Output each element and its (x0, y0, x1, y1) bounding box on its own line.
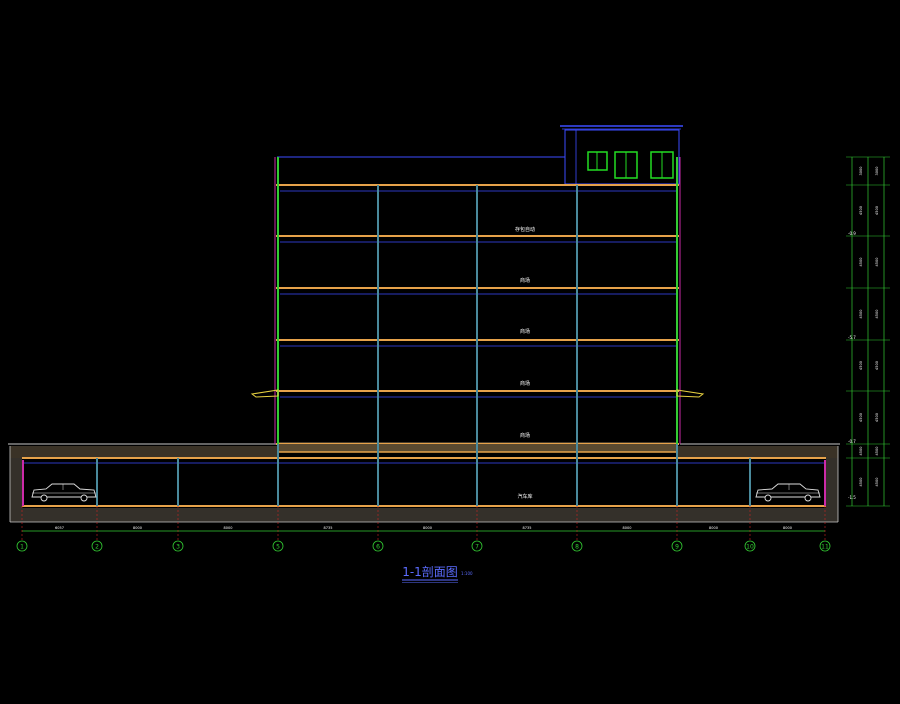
room-label-basement: 汽车库 (517, 493, 532, 500)
room-label-floor-4: 商场 (520, 328, 530, 335)
storey-dim-5: 4500 (859, 413, 863, 422)
axis-bubble-11 (819, 540, 831, 552)
storey-dim-2-4: 4500 (875, 361, 879, 370)
axis-bubble-8 (571, 540, 583, 552)
storey-dim-2-6: 4500 (875, 447, 879, 456)
storey-dim-2-1: 4500 (875, 206, 879, 215)
drawing-title-block: 1-1剖面图 1:100 (402, 565, 473, 583)
axis-bubble-7 (471, 540, 483, 552)
storey-dim-2-5: 4500 (875, 413, 879, 422)
drawing-scale: 1:100 (461, 571, 473, 576)
span-dim-5: 8735 (523, 526, 532, 530)
storey-dim-6: 4500 (859, 447, 863, 456)
span-dim-3: 8735 (324, 526, 333, 530)
storey-dim-2: 4500 (859, 258, 863, 267)
car-left (31, 483, 97, 502)
span-dim-7: 8000 (709, 526, 718, 530)
axis-label-6: 6 (376, 544, 380, 551)
axis-bubble-10 (744, 540, 756, 552)
axis-label-8: 8 (575, 544, 579, 551)
axis-label-10: 10 (746, 544, 754, 551)
elevation-mark-9: -1.5 (848, 495, 856, 500)
axis-bubble-1 (16, 540, 28, 552)
soil-fill-right-top (678, 446, 838, 458)
basement-structure (8, 442, 840, 523)
drawing-title: 1-1剖面图 (402, 565, 458, 579)
storey-dim-3: 4500 (859, 310, 863, 319)
axis-bubble-2 (91, 540, 103, 552)
elevation-mark-2: -0.9 (848, 231, 856, 236)
span-dim-8: 8000 (783, 526, 792, 530)
soil-fill-bottom (10, 508, 838, 522)
car-right (755, 483, 821, 502)
elevation-mark-6: -0.7 (848, 439, 856, 444)
canopy-left (250, 389, 279, 398)
storey-dim-2-2: 4500 (875, 258, 879, 267)
soil-fill-right-side (826, 458, 838, 508)
axis-grid: 1 2 3 5 6 7 8 9 10 11 6057 8000 8000 8735 8000 8735 8000… (16, 506, 831, 552)
axis-label-7: 7 (475, 544, 479, 551)
room-label-roof: 存包自动 (515, 226, 535, 233)
elevation-dimensions: 3000 3000 4500 4500 4500 4500 4500 4500 4500 4500… (846, 156, 890, 507)
room-label-floor-3: 商场 (520, 380, 530, 387)
storey-dim-0: 3000 (859, 167, 863, 176)
axis-bubble-5 (272, 540, 284, 552)
soil-fill-left-top (10, 446, 278, 458)
axis-label-5: 5 (276, 544, 280, 551)
storey-dim-7: 4500 (859, 478, 863, 487)
canopy-right (676, 389, 705, 398)
storey-dim-4: 4500 (859, 361, 863, 370)
span-dim-1: 8000 (133, 526, 142, 530)
span-dim-2: 8000 (224, 526, 233, 530)
room-labels: 存包自动 商场 商场 商场 商场 汽车库 (515, 226, 535, 500)
span-dim-0: 6057 (55, 526, 64, 530)
axis-bubble-9 (671, 540, 683, 552)
elevation-mark-4: -5.7 (848, 335, 856, 340)
storey-dim-2-7: 4500 (875, 478, 879, 487)
room-label-floor-2: 商场 (520, 432, 530, 439)
span-dim-4: 8000 (423, 526, 432, 530)
soil-fill-left-side (10, 458, 22, 508)
span-dim-6: 8000 (623, 526, 632, 530)
room-label-floor-5: 商场 (520, 277, 530, 284)
building-structure (96, 125, 751, 506)
axis-label-1: 1 (20, 544, 24, 551)
storey-dim-2-0: 3000 (875, 167, 879, 176)
axis-bubble-3 (172, 540, 184, 552)
axis-label-9: 9 (675, 544, 679, 551)
storey-dim-2-3: 4500 (875, 310, 879, 319)
axis-label-3: 3 (176, 544, 180, 551)
axis-label-11: 11 (821, 544, 829, 551)
axis-label-2: 2 (95, 544, 99, 551)
axis-bubble-6 (372, 540, 384, 552)
storey-dim-1: 4500 (859, 206, 863, 215)
